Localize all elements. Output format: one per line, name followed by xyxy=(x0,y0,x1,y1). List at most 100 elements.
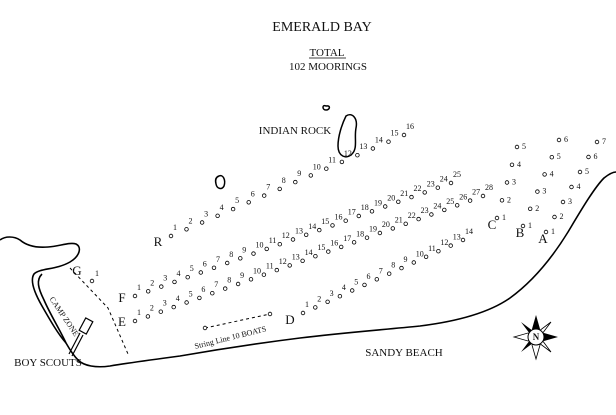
mooring-number-r-15: 15 xyxy=(391,129,399,138)
mooring-buoy-e-21 xyxy=(390,226,395,231)
mooring-buoy-e-27 xyxy=(467,198,473,203)
mooring-buoy-e-3 xyxy=(158,309,163,314)
mooring-buoy-f-17 xyxy=(343,218,348,223)
mooring-buoy-e-7 xyxy=(210,291,215,296)
mooring-buoy-e-6 xyxy=(197,295,202,301)
mooring-buoy-e-15 xyxy=(313,254,318,259)
mooring-buoy-d-4 xyxy=(337,294,343,299)
mooring-number-b-6: 6 xyxy=(564,135,568,144)
mooring-buoy-a-3 xyxy=(560,199,566,205)
mooring-buoy-f-19 xyxy=(369,209,375,214)
mooring-number-r-11: 11 xyxy=(328,156,336,165)
mooring-buoy-e-13 xyxy=(287,263,292,268)
string-line-end-east xyxy=(267,311,273,317)
camp-zone-boundary xyxy=(69,267,129,355)
mooring-number-r-1: 1 xyxy=(173,223,177,232)
mooring-number-e-15: 15 xyxy=(317,243,325,252)
mooring-number-r-2: 2 xyxy=(189,216,193,225)
mooring-buoy-d-10 xyxy=(411,260,416,265)
mooring-number-r-12: 12 xyxy=(344,149,352,158)
mooring-number-f-16: 16 xyxy=(335,212,343,221)
mooring-number-f-13: 13 xyxy=(295,227,303,236)
mooring-number-a-5: 5 xyxy=(585,167,589,176)
mooring-buoy-e-20 xyxy=(377,230,383,236)
mooring-number-f-8: 8 xyxy=(229,250,233,259)
mooring-number-e-20: 20 xyxy=(382,220,390,229)
mooring-number-e-26: 26 xyxy=(459,192,467,201)
mooring-number-d-6: 6 xyxy=(367,272,371,281)
mooring-buoy-r-14 xyxy=(370,146,376,151)
mooring-number-r-8: 8 xyxy=(282,176,286,185)
mooring-buoy-e-26 xyxy=(455,203,460,208)
mooring-number-e-1: 1 xyxy=(137,308,141,317)
mooring-number-d-10: 10 xyxy=(416,250,424,259)
mooring-number-e-27: 27 xyxy=(472,188,480,197)
mooring-buoy-f-3 xyxy=(159,284,164,289)
mooring-buoy-f-18 xyxy=(356,213,361,219)
mooring-number-d-2: 2 xyxy=(317,294,321,303)
mooring-number-a-1: 1 xyxy=(551,227,555,236)
mooring-number-f-5: 5 xyxy=(190,264,194,273)
mooring-buoy-r-2 xyxy=(184,227,189,232)
mooring-number-r-9: 9 xyxy=(297,169,301,178)
mooring-buoy-b-2 xyxy=(528,206,533,211)
mooring-buoy-a-4 xyxy=(569,184,574,190)
mooring-buoy-e-1 xyxy=(132,318,138,324)
mooring-number-b-3: 3 xyxy=(542,187,546,196)
mooring-number-e-9: 9 xyxy=(240,271,244,280)
mooring-number-f-11: 11 xyxy=(269,236,277,245)
shoreline xyxy=(0,171,616,368)
mooring-number-r-10: 10 xyxy=(313,162,321,171)
mooring-number-e-17: 17 xyxy=(343,234,351,243)
mooring-buoy-d-3 xyxy=(325,299,330,304)
mooring-number-f-22: 22 xyxy=(414,184,422,193)
mooring-number-d-8: 8 xyxy=(391,261,395,270)
mooring-number-f-9: 9 xyxy=(242,245,246,254)
mooring-buoy-f-13 xyxy=(290,237,296,242)
mooring-buoy-r-1 xyxy=(168,233,174,239)
mooring-buoy-f-8 xyxy=(224,260,230,266)
mooring-number-d-14: 14 xyxy=(465,227,473,236)
mooring-buoy-b-3 xyxy=(535,189,540,194)
mooring-buoy-f-25 xyxy=(448,180,454,186)
mooring-buoy-r-3 xyxy=(199,220,205,225)
mooring-number-f-15: 15 xyxy=(321,217,329,226)
mooring-number-g-1: 1 xyxy=(95,269,99,278)
mooring-buoy-a-2 xyxy=(552,214,557,220)
row-label-g: G xyxy=(72,263,81,278)
mooring-buoy-r-10 xyxy=(308,173,313,178)
mooring-number-e-21: 21 xyxy=(395,215,403,224)
mooring-buoy-r-13 xyxy=(355,152,360,158)
small-rock-island xyxy=(214,174,226,190)
mooring-buoy-f-10 xyxy=(251,251,256,256)
mooring-buoy-r-9 xyxy=(293,179,298,185)
mooring-number-f-2: 2 xyxy=(150,278,154,287)
mooring-buoy-b-5 xyxy=(549,154,554,160)
map-title: EMERALD BAY xyxy=(272,20,371,35)
mooring-number-a-7: 7 xyxy=(602,137,606,146)
dock-icon xyxy=(68,317,94,357)
mooring-number-e-14: 14 xyxy=(305,248,313,257)
row-label-b: B xyxy=(516,225,525,240)
mooring-number-b-4: 4 xyxy=(550,169,554,178)
compass-north-letter: N xyxy=(533,332,540,342)
mooring-buoy-f-5 xyxy=(185,275,190,280)
mooring-buoy-e-22 xyxy=(403,221,408,226)
mooring-buoy-d-12 xyxy=(436,248,441,254)
mooring-number-c-5: 5 xyxy=(522,142,526,151)
mooring-buoy-f-2 xyxy=(145,289,151,294)
mooring-number-r-5: 5 xyxy=(235,196,239,205)
mooring-buoy-f-14 xyxy=(304,232,309,237)
mooring-number-e-2: 2 xyxy=(150,303,154,312)
mooring-number-c-1: 1 xyxy=(502,213,506,222)
mooring-number-r-13: 13 xyxy=(359,142,367,151)
mooring-buoy-e-17 xyxy=(339,244,344,250)
mooring-number-f-10: 10 xyxy=(256,241,264,250)
mooring-buoy-c-3 xyxy=(504,180,510,185)
mooring-number-r-14: 14 xyxy=(375,136,383,145)
mooring-buoy-d-8 xyxy=(387,271,392,276)
mooring-number-b-2: 2 xyxy=(535,204,539,213)
mooring-buoy-f-22 xyxy=(409,194,414,200)
mooring-number-e-19: 19 xyxy=(369,225,377,234)
